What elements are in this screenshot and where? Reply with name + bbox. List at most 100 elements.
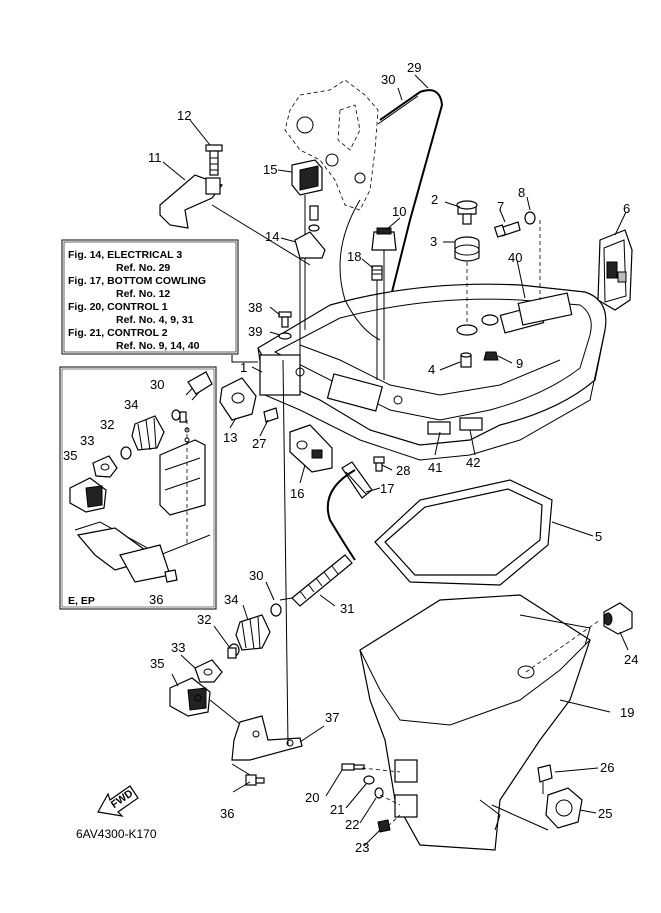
clip-26 [537, 764, 553, 794]
ref-line-8: Ref. No. 9, 14, 40 [116, 340, 200, 352]
washer-39 [278, 332, 292, 340]
inset-callout-33: 33 [80, 433, 94, 448]
callout-34-lower: 34 [224, 592, 238, 607]
callout-13: 13 [223, 430, 237, 445]
callout-21: 21 [330, 802, 344, 817]
grommet-35-lower [169, 677, 211, 717]
engine-block-outline [284, 79, 379, 211]
plug-24 [603, 602, 633, 635]
bracket-14 [294, 205, 326, 259]
callout-11: 11 [148, 150, 162, 165]
ref-line-1: Fig. 14, ELECTRICAL 3 [68, 249, 182, 261]
inset-callout-30: 30 [150, 377, 164, 392]
callout-1: 1 [240, 360, 247, 375]
cable-boot-31 [291, 469, 356, 607]
bolt-38 [278, 311, 292, 328]
callout-24: 24 [624, 652, 638, 667]
callout-leaders [162, 74, 629, 847]
screw-7 [493, 221, 521, 238]
drawing-code: 6AV4300-K170 [76, 827, 157, 841]
callout-19: 19 [620, 705, 634, 720]
callout-36-lower: 36 [220, 806, 234, 821]
callout-32-lower: 32 [197, 612, 211, 627]
washer-8 [524, 211, 536, 225]
callout-33-lower: 33 [171, 640, 185, 655]
inset-callout-34: 34 [124, 397, 138, 412]
callout-4: 4 [428, 362, 435, 377]
inset-callout-36: 36 [149, 592, 163, 607]
callout-16: 16 [290, 486, 304, 501]
leader-22 [379, 794, 401, 806]
ref-line-6: Ref. No. 4, 9, 31 [116, 314, 194, 326]
cable-run [339, 199, 381, 341]
washer-22 [374, 787, 384, 799]
callout-31: 31 [340, 601, 354, 616]
callout-14: 14 [265, 229, 279, 244]
callout-39: 39 [248, 324, 262, 339]
callout-3: 3 [430, 234, 437, 249]
callout-29: 29 [407, 60, 421, 75]
clip-15 [291, 159, 323, 196]
lower-cover-19 [359, 594, 601, 851]
bolt-12 [205, 144, 223, 176]
callout-8: 8 [518, 185, 525, 200]
reference-box: Fig. 14, ELECTRICAL 3 Ref. No. 29 Fig. 1… [61, 239, 239, 355]
ring-30-lower [270, 603, 282, 617]
fitting-18 [371, 265, 383, 281]
screw-20 [341, 763, 365, 771]
callout-28: 28 [396, 463, 410, 478]
collar-4 [460, 352, 472, 368]
plate-13 [219, 377, 257, 421]
callout-numbers: 29 30 12 11 15 2 7 8 6 10 14 3 18 40 38 … [63, 60, 638, 855]
leader-36 [231, 763, 251, 776]
cap-33-lower [194, 659, 223, 683]
grommet-25 [545, 787, 583, 829]
washer-32-lower [227, 643, 240, 659]
callout-12: 12 [177, 108, 191, 123]
leader-38-39 [282, 359, 289, 746]
knob-34-lower [235, 614, 271, 651]
callout-23: 23 [355, 840, 369, 855]
nut-23 [377, 819, 391, 833]
screw-28 [373, 456, 385, 472]
ref-line-4: Ref. No. 12 [116, 288, 170, 300]
callout-35-lower: 35 [150, 656, 164, 671]
washer-21 [363, 775, 375, 785]
callout-30-lower: 30 [249, 568, 263, 583]
nut-9 [483, 351, 499, 361]
callout-41: 41 [428, 460, 442, 475]
bolt-2 [456, 200, 478, 225]
callout-22: 22 [345, 817, 359, 832]
ref-line-5: Fig. 20, CONTROL 1 [68, 301, 168, 313]
callout-9: 9 [516, 356, 523, 371]
callout-30: 30 [381, 72, 395, 87]
inset-box: E, EP [59, 366, 217, 610]
callout-7: 7 [497, 199, 504, 214]
pad-27 [263, 407, 279, 423]
grommet-seat [456, 324, 478, 336]
plug-10 [371, 227, 397, 251]
wire-lead-29 [377, 89, 444, 301]
callout-6: 6 [623, 201, 630, 216]
gasket-5 [374, 479, 553, 586]
bottom-cowling-tray [257, 283, 607, 461]
grommet-3 [454, 236, 480, 262]
switch-panel-16 [289, 424, 333, 473]
leader-25 [491, 804, 549, 831]
fwd-arrow-icon: FWD [97, 785, 139, 817]
callout-5: 5 [595, 529, 602, 544]
bracket-mark [231, 355, 258, 363]
callout-37: 37 [325, 710, 339, 725]
ref-line-3: Fig. 17, BOTTOM COWLING [68, 275, 206, 287]
boss [481, 314, 499, 326]
inset-callout-32: 32 [100, 417, 114, 432]
callout-20: 20 [305, 790, 319, 805]
leader-23 [387, 814, 401, 827]
bracket-37 [231, 715, 303, 761]
callout-18: 18 [347, 249, 361, 264]
callout-15: 15 [263, 162, 277, 177]
bracket-11 [159, 174, 223, 229]
leader-20 [361, 767, 401, 773]
callout-40: 40 [508, 250, 522, 265]
